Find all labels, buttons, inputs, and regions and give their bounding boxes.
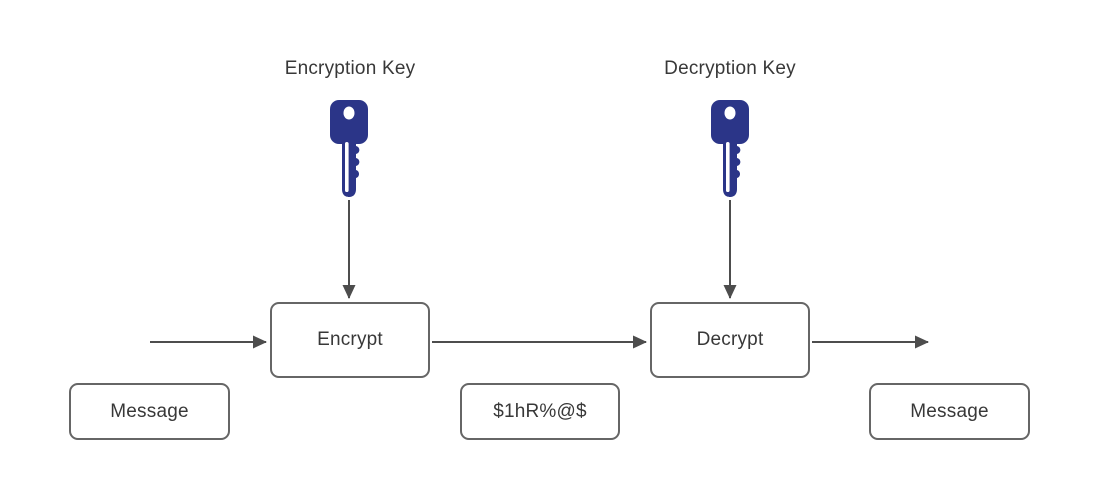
encrypt-box: Encrypt <box>270 302 430 378</box>
message-output-box: Message <box>869 383 1030 440</box>
decryption-key-label: Decryption Key <box>664 58 796 79</box>
message-input-box: Message <box>69 383 230 440</box>
decrypt-box: Decrypt <box>650 302 810 378</box>
ciphertext-box: $1hR%@$ <box>460 383 620 440</box>
encryption-key-label: Encryption Key <box>284 58 416 79</box>
key-icon <box>711 100 749 197</box>
key-icon <box>330 100 368 197</box>
